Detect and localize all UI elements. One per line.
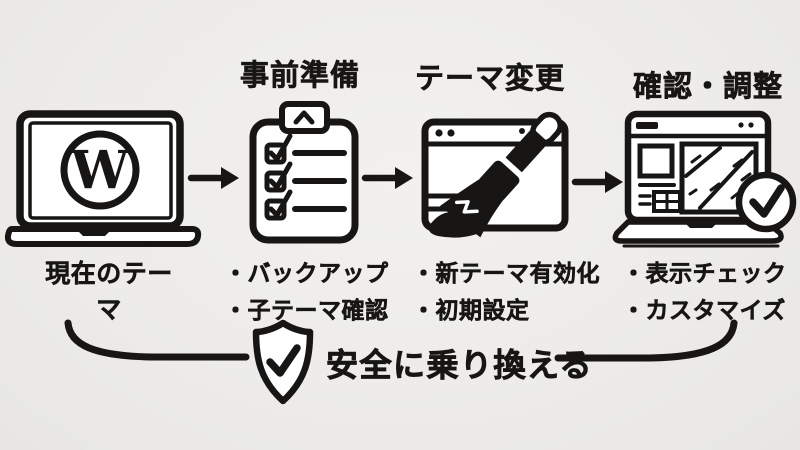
caption-current-theme: 現在のテーマ [45,260,173,325]
laptop-screen-inner [28,121,173,220]
checkmark-icon [268,189,293,218]
bullet-activate-new-theme: ・新テーマ有効化 [412,260,600,287]
checkbox-icon [264,198,287,221]
bullet-display-check: ・表示チェック [622,260,787,287]
diagonal-line [698,150,754,210]
hatch-dash [732,158,744,168]
bullet-backup: ・バックアップ [224,260,389,287]
checkmark-icon [266,344,301,377]
right-arrow-icon [187,167,239,189]
right-arrow-icon [571,171,623,193]
hatch-dash [740,172,752,182]
check-circle-icon [735,171,797,233]
right-connector-curve [554,319,738,362]
hatch-dash [688,188,698,196]
checkbox-icon [264,142,287,165]
checklist-clipboard-icon [249,101,359,244]
step-title-preparation: 事前準備 [239,60,360,93]
browser-paintbrush-icon [421,111,569,238]
hatch-dash [709,182,721,192]
checkmark-icon [268,161,293,190]
laptop-check-icon [612,110,797,248]
paint-smear [428,212,494,238]
clipboard-clip [279,101,330,134]
browser-dot [519,128,525,134]
step-title-theme-change: テーマ変更 [414,63,565,96]
footer-label: 安全に乗り換える [326,347,594,384]
bullet-initial-settings: ・初期設定 [412,297,530,324]
left-connector-curve [64,319,250,361]
laptop-notch [684,222,718,228]
toolbar-block [636,122,658,129]
wordpress-logo-icon [60,130,140,210]
laptop-base [612,219,784,244]
right-arrow-icon [361,167,413,189]
browser-dot [748,122,754,128]
browser-dot [435,129,443,137]
wordpress-letter: W [70,140,131,201]
diagonal-line [684,146,722,178]
brush-handle-band [498,156,524,180]
checkmark-icon [749,184,785,218]
step-title-check-adjust: 確認・調整 [632,71,783,104]
bristle-highlight [454,200,479,214]
hatch-dash [690,154,702,164]
shield-check-icon [252,319,314,405]
browser-dot [738,122,744,128]
brush-bristles [439,179,503,238]
bullet-customize: ・カスタマイズ [622,297,786,324]
wordpress-laptop-icon: W [4,110,202,247]
laptop-notch [76,229,112,236]
layout-box [637,143,675,179]
browser-dot [447,129,455,137]
bullet-child-theme-check: ・子テーマ確認 [224,297,389,324]
checkmark-icon [268,133,293,162]
laptop-base [4,226,202,247]
checkbox-icon [264,170,287,193]
paintbrush-icon [439,111,564,238]
clipboard-clip-chevron [293,110,315,125]
brush-handle [504,127,549,174]
